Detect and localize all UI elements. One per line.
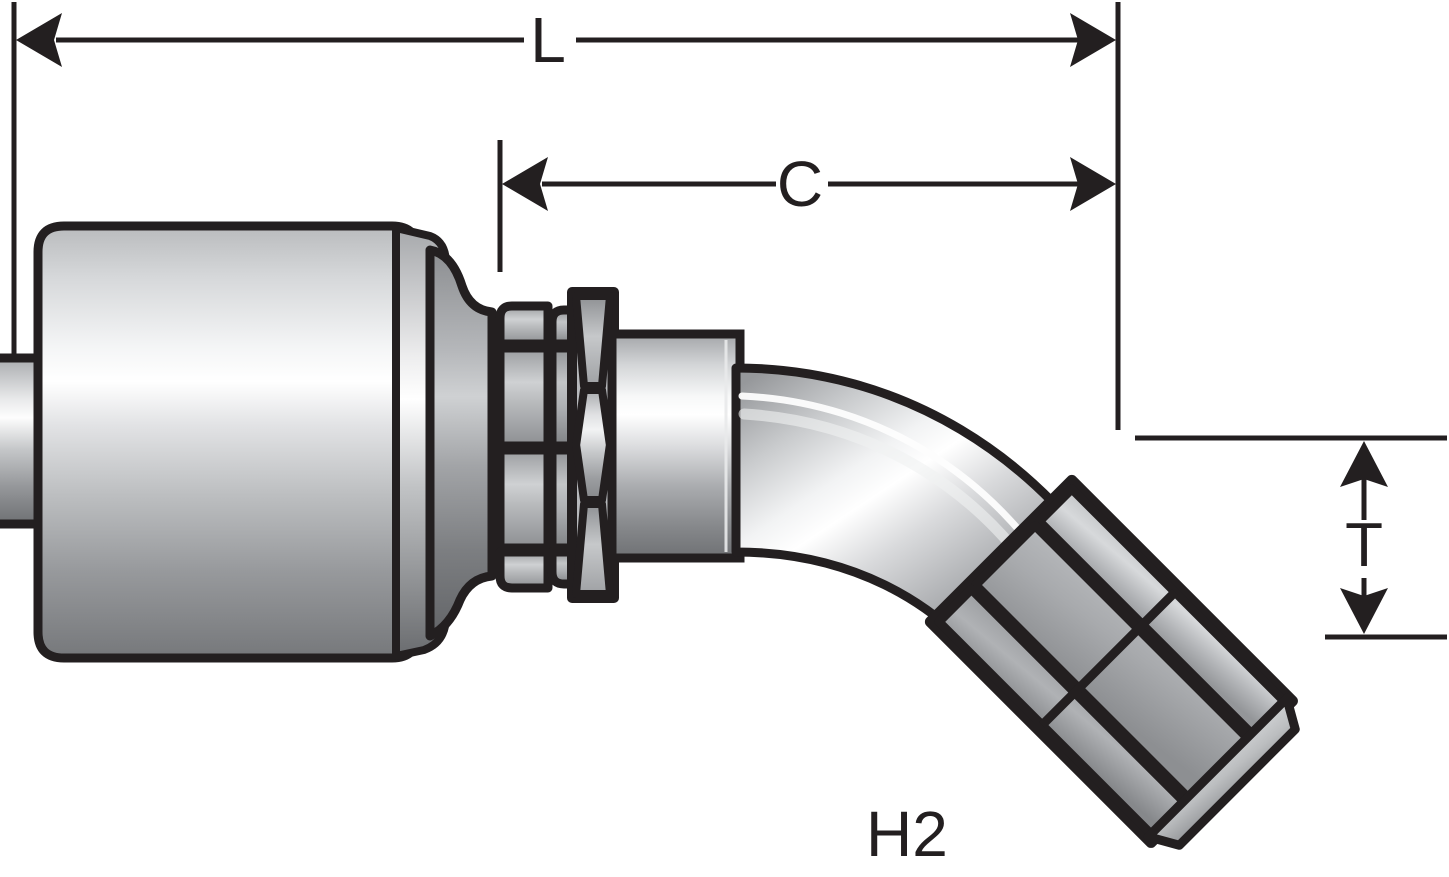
dimension-T: T <box>1135 435 1447 640</box>
ferrule-taper-body <box>425 245 497 641</box>
hex-facet-top <box>572 292 614 390</box>
swivel-nut-end-chamfer <box>1143 693 1300 850</box>
crimp-ferrule <box>33 221 450 663</box>
dim-T-label: T <box>1345 511 1383 580</box>
ferrule-taper <box>425 245 497 641</box>
shoulder-cylinder-body <box>607 329 745 563</box>
thread-section <box>495 301 581 593</box>
thread-seg-L2 <box>495 343 553 451</box>
dim-L-label: L <box>530 4 566 76</box>
thread-seg-L1 <box>495 301 553 349</box>
dimension-C: C <box>497 140 1116 272</box>
hex-facet-bottom <box>572 500 614 598</box>
shoulder-cylinder <box>607 329 745 563</box>
dimension-L: L <box>11 2 1121 430</box>
callout-H2-label: H2 <box>866 798 948 870</box>
thread-seg-L4 <box>495 547 553 593</box>
crimp-ferrule-body <box>33 221 423 663</box>
hex-facet-middle <box>572 386 614 504</box>
dim-C-label: C <box>777 148 823 220</box>
dim-T-arrowhead-bottom <box>1340 588 1388 634</box>
dim-C-arrowhead-right <box>1070 157 1116 211</box>
hex-collar <box>567 287 619 603</box>
dim-C-arrowhead-left <box>502 157 548 211</box>
dim-L-arrowhead-right <box>1070 13 1116 67</box>
dim-T-arrowhead-top <box>1340 441 1388 487</box>
swivel-nut <box>924 474 1300 850</box>
swivel-nut-split-line <box>1038 588 1179 729</box>
dim-L-arrowhead-left <box>16 13 62 67</box>
thread-seg-L3 <box>495 445 553 553</box>
